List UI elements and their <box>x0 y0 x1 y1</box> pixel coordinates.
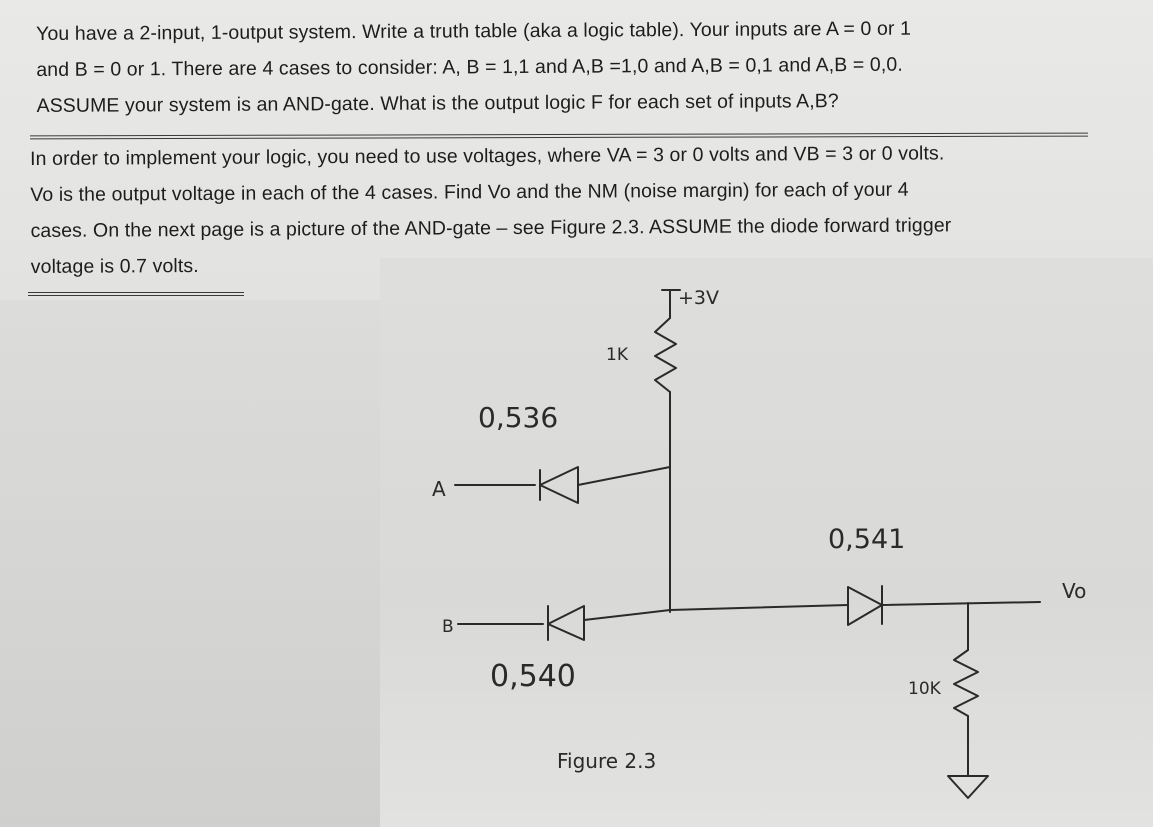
input-a-label: A <box>432 477 446 501</box>
diode-a-annotation: 0,536 <box>478 401 558 434</box>
load-resistor-label: 10K <box>908 679 942 699</box>
diode-a-icon <box>539 466 579 504</box>
pullup-resistor-icon <box>654 317 677 393</box>
figure-caption: Figure 2.3 <box>557 749 656 773</box>
ground-icon <box>947 775 989 799</box>
diode-a-wire <box>577 466 671 486</box>
diode-b-icon <box>547 605 585 641</box>
supply-label: +3V <box>678 287 719 309</box>
output-wire <box>881 601 1041 606</box>
output-label: Vo <box>1062 579 1086 603</box>
underline-divider <box>28 292 244 296</box>
circuit-figure-background <box>380 258 1153 827</box>
input-b-label: B <box>442 617 454 637</box>
diode-b-annotation: 0,540 <box>490 659 576 694</box>
output-diode-input-wire <box>669 604 849 611</box>
output-diode-annotation: 0,541 <box>828 524 905 555</box>
paper-shadow-area <box>0 300 380 827</box>
diode-b-wire <box>583 609 671 621</box>
output-diode-icon <box>847 586 883 626</box>
pullup-resistor-label: 1K <box>606 345 629 365</box>
paper-background <box>0 0 1153 300</box>
load-resistor-icon <box>953 649 979 717</box>
